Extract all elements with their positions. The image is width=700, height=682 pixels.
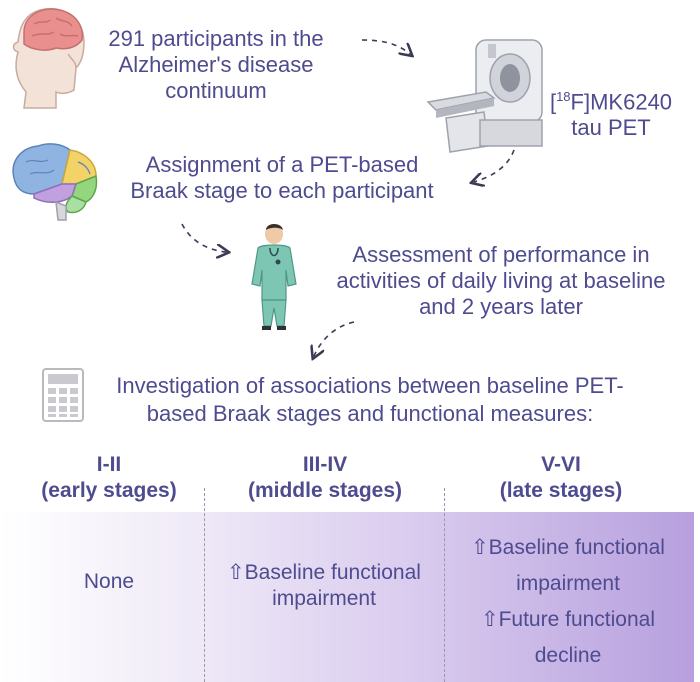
- braak-assignment-text: Assignment of a PET-based Braak stage to…: [130, 152, 434, 203]
- clinician-icon: [251, 224, 297, 330]
- participants-text: 291 participants in the Alzheimer's dise…: [108, 26, 324, 103]
- head-brain-icon: [12, 7, 85, 109]
- pet-tracer-label: [18F]MK6240 tau PET: [549, 89, 673, 141]
- stage-gradient-band: [0, 512, 694, 682]
- arrow-to-investigation: [314, 321, 355, 356]
- arrow-to-clinician: [181, 223, 226, 252]
- stage-header-middle: III-IV (middle stages): [247, 453, 403, 502]
- finding-early: None: [83, 570, 135, 593]
- arrow-to-braak: [474, 149, 515, 182]
- brain-regions-icon: [12, 143, 98, 221]
- adl-assessment-text: Assessment of performance in activities …: [336, 242, 666, 319]
- stage-header-late: V-VI (late stages): [499, 453, 623, 502]
- stage-header-early: I-II (early stages): [41, 453, 177, 502]
- finding-late: ⇧Baseline functional impairment ⇧Future …: [471, 536, 665, 667]
- stage-divider-1: [204, 488, 205, 682]
- pet-scanner-icon: [426, 39, 543, 153]
- stage-divider-2: [444, 488, 445, 682]
- investigation-text: Investigation of associations between ba…: [116, 373, 624, 426]
- arrow-to-scanner: [361, 39, 410, 54]
- calculator-icon: [42, 368, 84, 422]
- finding-middle: ⇧Baseline functional impairment: [227, 561, 421, 610]
